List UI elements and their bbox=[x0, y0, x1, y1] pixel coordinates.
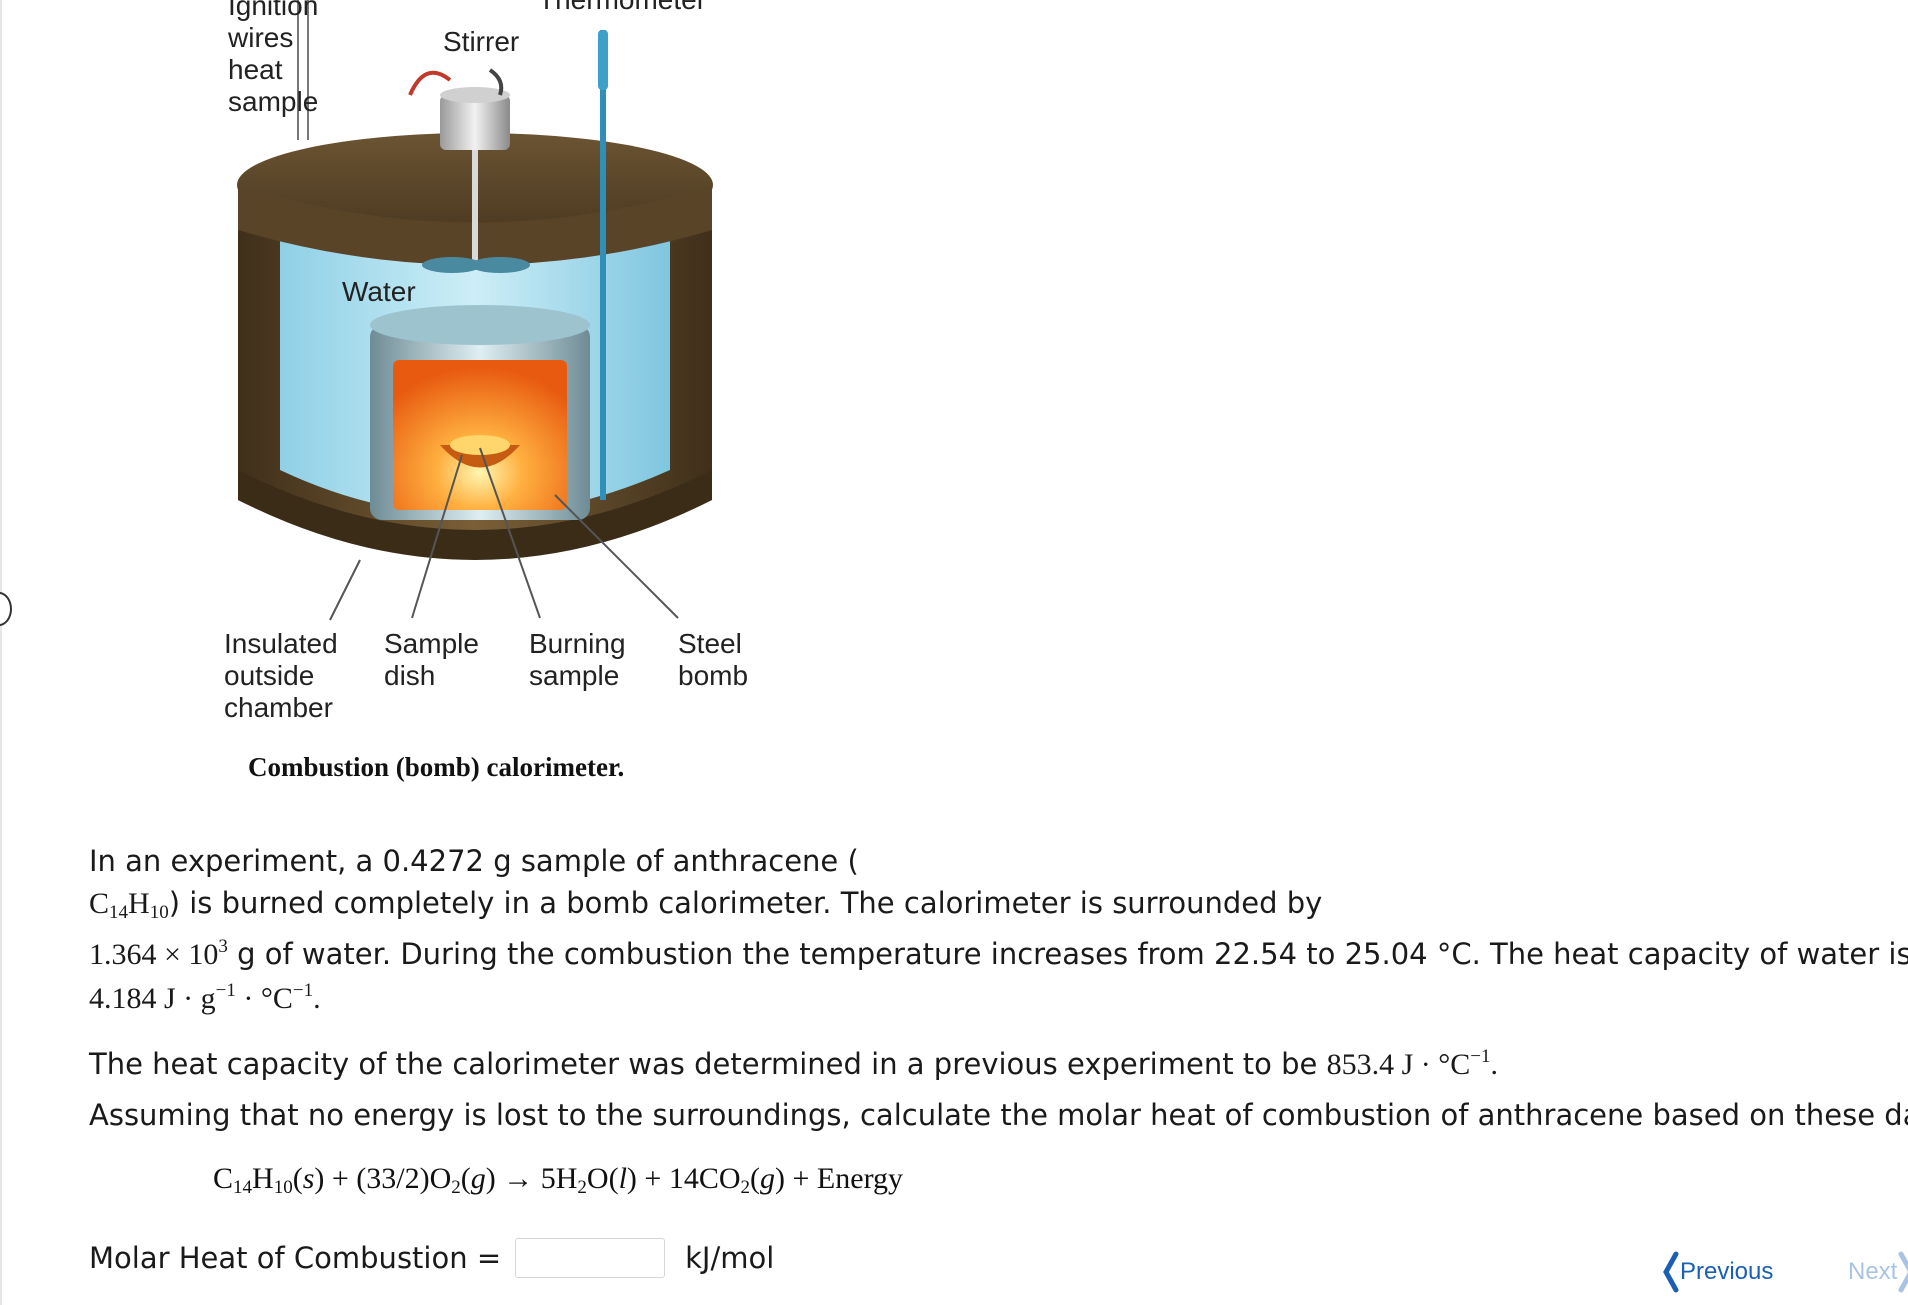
previous-label: Previous bbox=[1680, 1258, 1774, 1285]
water-mass: 1.364 × 103 bbox=[89, 936, 228, 971]
label-burning-sample: Burning sample bbox=[529, 628, 626, 691]
label-steel-bomb: Steel bomb bbox=[678, 628, 749, 691]
problem-line-4: 4.184 J · g−1 · °C−1. bbox=[89, 970, 321, 1020]
combustion-equation: C14H10(s) + (33/2)O2(g) → 5H2O(l) + 14CO… bbox=[213, 1162, 904, 1198]
anthracene-formula: C14H10 bbox=[89, 887, 169, 923]
answer-row: Molar Heat of Combustion = kJ/mol bbox=[89, 1235, 774, 1281]
answer-label: Molar Heat of Combustion = bbox=[89, 1241, 502, 1275]
side-panel-handle[interactable] bbox=[0, 592, 12, 626]
calorimeter-illustration bbox=[237, 0, 713, 621]
next-label: Next bbox=[1848, 1258, 1898, 1285]
label-ignition-wires: Ignition wires heat sample bbox=[228, 0, 319, 117]
water-heat-capacity: 4.184 J · g−1 · °C−1. bbox=[89, 980, 321, 1015]
chevron-right-icon bbox=[1898, 1251, 1908, 1293]
problem-line-1: In an experiment, a 0.4272 g sample of a… bbox=[89, 844, 859, 878]
label-insulated-chamber: Insulated outside chamber bbox=[224, 628, 338, 723]
previous-button[interactable]: Previous bbox=[1662, 1250, 1773, 1294]
thermometer-tube bbox=[600, 30, 606, 500]
problem-line-6: Assuming that no energy is lost to the s… bbox=[89, 1098, 1908, 1132]
label-water: Water bbox=[342, 276, 416, 307]
label-sample-dish: Sample dish bbox=[384, 628, 479, 691]
problem-line-2: C14H10) is burned completely in a bomb c… bbox=[89, 886, 1323, 923]
label-thermometer: Thermometer bbox=[538, 0, 706, 16]
next-button[interactable]: Next bbox=[1848, 1250, 1908, 1294]
left-edge-line bbox=[0, 0, 2, 1305]
molar-heat-input[interactable] bbox=[515, 1238, 666, 1278]
problem-line-3: 1.364 × 103 g of water. During the combu… bbox=[89, 936, 1908, 971]
label-stirrer: Stirrer bbox=[443, 26, 520, 57]
stirrer-motor bbox=[440, 95, 510, 150]
answer-unit: kJ/mol bbox=[685, 1241, 775, 1275]
calorimeter-figure: Ignition wires heat sample Stirrer Therm… bbox=[200, 0, 800, 800]
problem-line-5: The heat capacity of the calorimeter was… bbox=[89, 1046, 1498, 1081]
calorimeter-heat-capacity: 853.4 J · °C−1. bbox=[1326, 1046, 1498, 1081]
figure-caption: Combustion (bomb) calorimeter. bbox=[248, 752, 625, 782]
chevron-left-icon bbox=[1663, 1251, 1679, 1293]
